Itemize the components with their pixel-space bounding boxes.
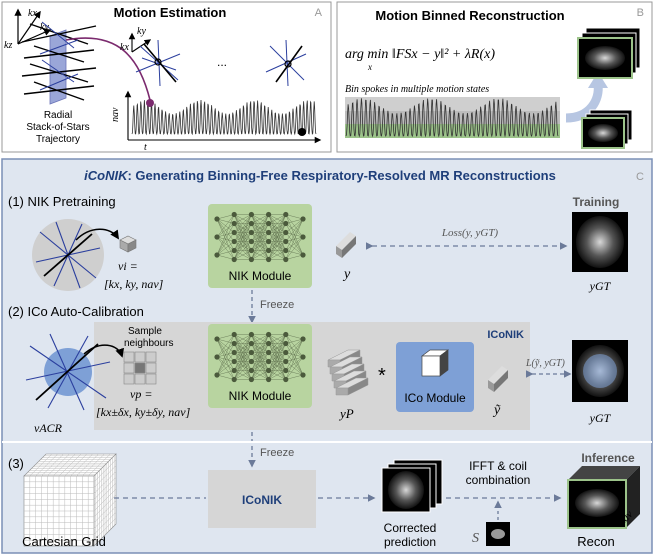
sample-cube xyxy=(119,235,137,253)
corrected-line2: prediction xyxy=(384,535,436,549)
cartesian-label: Cartesian Grid xyxy=(22,534,106,549)
s-label: S xyxy=(472,531,479,546)
output-bar-ytilde xyxy=(488,366,508,392)
training-label: Training xyxy=(573,195,620,209)
row-3: Cartesian Grid ICoNIK Corrected predicti… xyxy=(22,453,640,549)
motion-path xyxy=(65,37,151,101)
vi-line1: vi = xyxy=(118,259,138,273)
corrected-line1: Corrected xyxy=(384,521,437,535)
loss-2-label: L(ỹ, yGT) xyxy=(525,358,566,369)
nav-marker-start xyxy=(146,99,154,107)
t-axis-label: t xyxy=(144,142,147,153)
panel-c-title-rest: : Generating Binning-Free Respiratory-Re… xyxy=(127,168,555,183)
stack-of-stars xyxy=(21,21,97,105)
axis-kx-label: kx xyxy=(28,8,37,19)
sample-line2: neighbours xyxy=(124,338,173,349)
panel-a: Motion Estimation A kx ky kz Radial xyxy=(1,1,332,153)
recon-label: Recon xyxy=(577,534,615,549)
output-bar-y xyxy=(336,232,356,258)
row-1: vi = [kx, ky, nav] NIK Module y Loss(y, … xyxy=(32,204,628,293)
panel-c-title-em: iCoNIK xyxy=(84,168,129,183)
formula: arg min ‖FSx − y‖² + λR(x) xyxy=(345,47,495,62)
sample-line1: Sample xyxy=(128,326,162,337)
y-label: y xyxy=(342,267,351,282)
loss-1-label: Loss(y, yGT) xyxy=(441,227,499,239)
step-1-label: (1) NIK Pretraining xyxy=(8,194,116,209)
bin-caption: Bin spokes in multiple motion states xyxy=(345,84,489,95)
vp-line1: vp = xyxy=(130,387,152,401)
recon-stack-bottom xyxy=(581,109,633,149)
yp-label: yP xyxy=(338,406,354,421)
nav-signal xyxy=(131,99,317,136)
traj-label-line1: Radial xyxy=(44,110,72,121)
row-2: vACR Sample neighbours vp = [kx±δx, ky±δ… xyxy=(25,324,628,435)
corrected-stack xyxy=(381,459,443,513)
traj-label-line3: Trajectory xyxy=(36,134,80,145)
traj-label-line2: Stack-of-Stars xyxy=(26,122,89,133)
panel-c-letter: C xyxy=(636,171,644,183)
star-1 xyxy=(128,32,181,87)
step-3-label: (3) xyxy=(8,456,24,471)
recon-stack-top xyxy=(577,27,641,79)
axis-kz-label: kz xyxy=(4,40,12,51)
gt-image-1-content xyxy=(576,216,624,268)
step-2-label: (2) ICo Auto-Calibration xyxy=(8,304,144,319)
nav-axis-label: nav xyxy=(110,107,121,122)
ygt-label-2: yGT xyxy=(589,411,612,425)
nik-module-2-label: NIK Module xyxy=(229,389,292,403)
iconik-tag: ICoNIK xyxy=(487,329,524,341)
bin-arrow-head xyxy=(588,72,608,88)
ifft-line2: combination xyxy=(466,473,531,487)
nav-plot xyxy=(124,90,322,144)
panel-c-title: iCoNIK: Generating Binning-Free Respirat… xyxy=(84,168,556,183)
iconik-box xyxy=(208,470,316,528)
ygt-label-1: yGT xyxy=(589,279,612,293)
formula-sub: x xyxy=(367,62,372,72)
ico-module xyxy=(396,342,474,412)
star-axis-kx: kx xyxy=(120,42,129,53)
panel-a-letter: A xyxy=(315,7,323,19)
ico-module-label: ICo Module xyxy=(404,391,466,405)
nik-network-1 xyxy=(214,211,306,263)
star-2 xyxy=(265,39,307,87)
star-axis-ky: ky xyxy=(137,26,146,37)
freeze-2-label: Freeze xyxy=(260,447,294,459)
panel-b: Motion Binned Reconstruction B arg min ‖… xyxy=(336,1,653,153)
recon-cube xyxy=(567,466,640,529)
inference-label: Inference xyxy=(581,451,635,465)
bin-bands xyxy=(345,97,560,138)
ico-cube xyxy=(420,349,450,377)
cartesian-grid xyxy=(23,453,117,547)
panel-b-title: Motion Binned Reconstruction xyxy=(375,8,564,23)
vi-line2: [kx, ky, nav] xyxy=(104,277,164,291)
nav-marker-end xyxy=(298,128,306,136)
output-bars-yp xyxy=(327,349,369,396)
nik-module-1-label: NIK Module xyxy=(229,269,292,283)
nik-network-2 xyxy=(214,331,306,383)
axis-ky-label: ky xyxy=(40,22,49,33)
convolution-star: * xyxy=(378,365,386,387)
coil-map-content xyxy=(491,529,505,539)
bin-arrow xyxy=(565,83,603,123)
panel-a-title: Motion Estimation xyxy=(114,5,227,20)
vp-line2: [kx±δx, ky±δy, nav] xyxy=(96,405,191,419)
iconik-box-label: ICoNIK xyxy=(242,493,282,507)
ifft-line1: IFFT & coil xyxy=(469,459,527,473)
freeze-1-label: Freeze xyxy=(260,299,294,311)
panel-b-letter: B xyxy=(637,7,644,19)
ellipsis: ... xyxy=(217,55,227,69)
ytilde-label: ỹ xyxy=(492,403,501,418)
neighbour-cubes xyxy=(123,351,157,385)
panel-c: iCoNIK: Generating Binning-Free Respirat… xyxy=(1,158,653,554)
gt-image-2-acr xyxy=(583,354,617,388)
vacr-label: vACR xyxy=(34,421,63,435)
